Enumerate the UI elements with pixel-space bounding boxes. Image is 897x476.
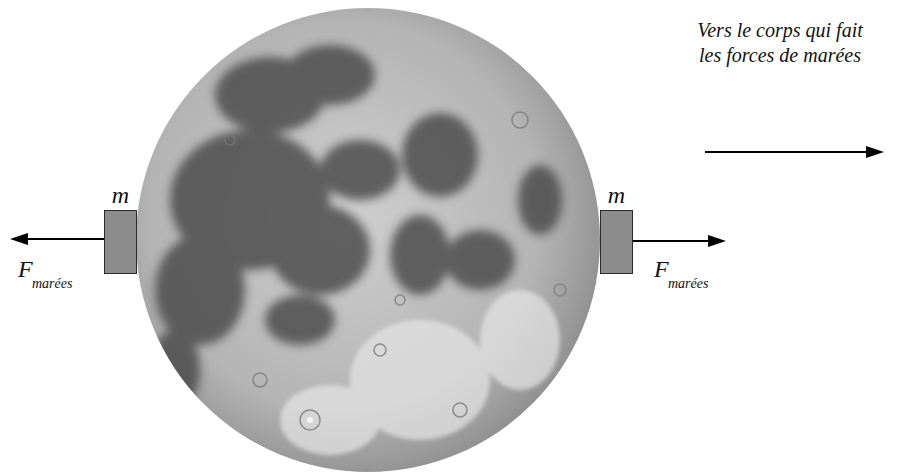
test-mass: m bbox=[104, 210, 137, 274]
force-symbol: F bbox=[18, 256, 33, 282]
moon-disc bbox=[136, 8, 600, 472]
force-subscript: marées bbox=[668, 276, 708, 291]
mass-label: m bbox=[112, 183, 129, 207]
mass-label: m bbox=[608, 183, 625, 207]
force-subscript: marées bbox=[32, 276, 72, 291]
test-mass: m bbox=[600, 210, 633, 274]
force-symbol: F bbox=[654, 256, 669, 282]
direction-note: Vers le corps qui fait les forces de mar… bbox=[668, 18, 892, 68]
force-arrows bbox=[10, 146, 884, 247]
moon-maria bbox=[150, 45, 566, 455]
